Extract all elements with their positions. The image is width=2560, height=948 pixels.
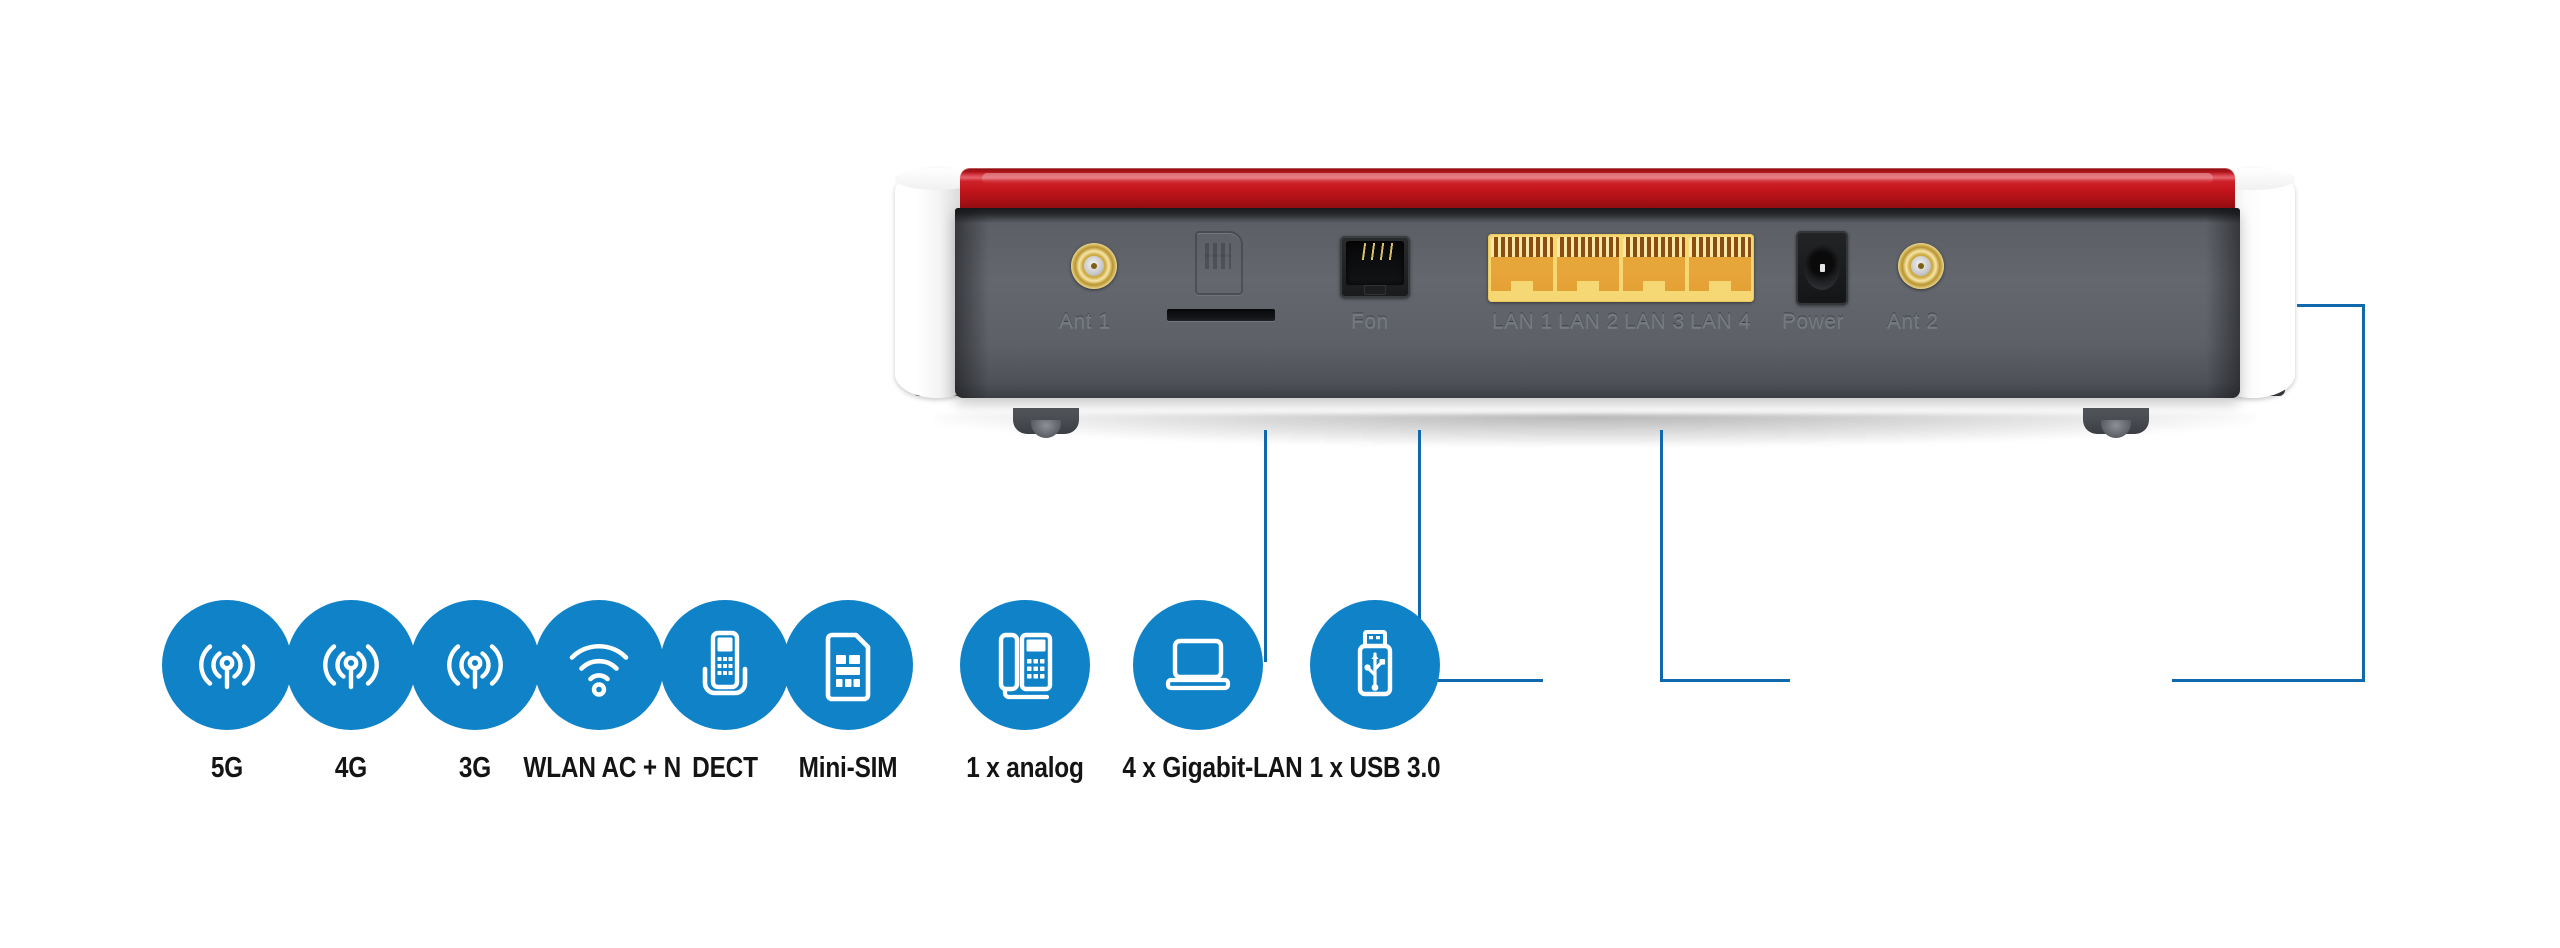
port-label-lan1: LAN 1 — [1492, 310, 1553, 333]
port-label-ant2: Ant 2 — [1887, 310, 1939, 333]
fon-port-mouth — [1346, 241, 1404, 285]
usb-connector-line-bottom — [2172, 679, 2365, 682]
lan-port-1[interactable] — [1491, 237, 1553, 299]
feature-label-5g: 5G — [210, 752, 244, 784]
lan-connector-line-horizontal — [1660, 679, 1790, 682]
fon-connector-line-vertical — [1418, 430, 1421, 682]
power-jack[interactable] — [1796, 231, 1848, 305]
feature-label-dect: DECT — [692, 752, 758, 784]
fon-port[interactable] — [1340, 236, 1410, 298]
port-label-lan2: LAN 2 — [1558, 310, 1619, 333]
lan-ports[interactable] — [1488, 234, 1754, 302]
router-illustration: Ant 1 Fon — [895, 168, 2295, 458]
lan-port-3[interactable] — [1623, 237, 1685, 299]
feature-label-4g: 4G — [334, 752, 368, 784]
usb-connector-line-top — [2297, 304, 2365, 307]
lan-port-2[interactable] — [1557, 237, 1619, 299]
sim-connector-line — [1264, 430, 1267, 662]
router-face-bevel-right — [2206, 208, 2240, 398]
sim-card-icon — [783, 600, 913, 730]
feature-label-3g: 3G — [458, 752, 492, 784]
cordless-phone-icon — [660, 600, 790, 730]
feature-label-usb: 1 x USB 3.0 — [1309, 752, 1441, 784]
cell-antenna-icon — [286, 600, 416, 730]
usb-connector-line-vertical — [2362, 304, 2365, 682]
power-jack-barrel — [1804, 244, 1840, 290]
feature-5g[interactable]: 5G — [137, 600, 317, 785]
fon-port-notch — [1364, 285, 1386, 295]
cell-antenna-icon — [162, 600, 292, 730]
feature-label-gigabit-lan: 4 x Gigabit-LAN — [1122, 752, 1303, 784]
router-body: Ant 1 Fon — [955, 168, 2240, 420]
feature-4g[interactable]: 4G — [261, 600, 441, 785]
feature-gigabit-lan[interactable]: 4 x Gigabit-LAN — [1108, 600, 1303, 785]
feature-label-analog: 1 x analog — [966, 752, 1084, 784]
feature-wlan[interactable]: WLAN AC + N — [509, 600, 689, 785]
port-label-fon: Fon — [1351, 310, 1389, 333]
router-red-top-stripe — [960, 168, 2235, 212]
port-label-lan3: LAN 3 — [1624, 310, 1685, 333]
wifi-icon — [534, 600, 664, 730]
router-face-bevel-left — [955, 208, 989, 398]
port-label-lan4: LAN 4 — [1690, 310, 1751, 333]
sim-card-slot[interactable] — [1167, 309, 1275, 321]
sma-connector-ant2[interactable] — [1898, 243, 1944, 289]
feature-analog[interactable]: 1 x analog — [935, 600, 1115, 785]
feature-mini-sim[interactable]: Mini-SIM — [758, 600, 938, 785]
usb-stick-icon — [1310, 600, 1440, 730]
feature-label-mini-sim: Mini-SIM — [798, 752, 898, 784]
sim-chip-emboss — [1205, 243, 1231, 269]
sim-outline-emboss — [1195, 231, 1243, 295]
lan-port-4[interactable] — [1689, 237, 1751, 299]
sma-connector-ant1[interactable] — [1071, 243, 1117, 289]
power-jack-pin — [1820, 264, 1825, 272]
fon-connector-line-horizontal — [1418, 679, 1543, 682]
port-label-power: Power — [1782, 310, 1845, 333]
desk-phone-icon — [960, 600, 1090, 730]
feature-dect[interactable]: DECT — [635, 600, 815, 785]
lan-connector-line-vertical — [1660, 430, 1663, 682]
port-label-ant1: Ant 1 — [1059, 310, 1111, 333]
router-foot-left — [1013, 408, 1079, 438]
feature-3g[interactable]: 3G — [385, 600, 565, 785]
laptop-icon — [1133, 600, 1263, 730]
fon-port-pins — [1361, 243, 1401, 260]
feature-icon-row: 5G 4G — [0, 600, 2560, 860]
antenna-cap-left — [895, 168, 979, 190]
feature-label-wlan: WLAN AC + N — [523, 752, 682, 784]
feature-usb[interactable]: 1 x USB 3.0 — [1285, 600, 1465, 785]
router-drop-shadow — [935, 414, 2255, 446]
cell-antenna-icon — [410, 600, 540, 730]
router-foot-right — [2083, 408, 2149, 438]
